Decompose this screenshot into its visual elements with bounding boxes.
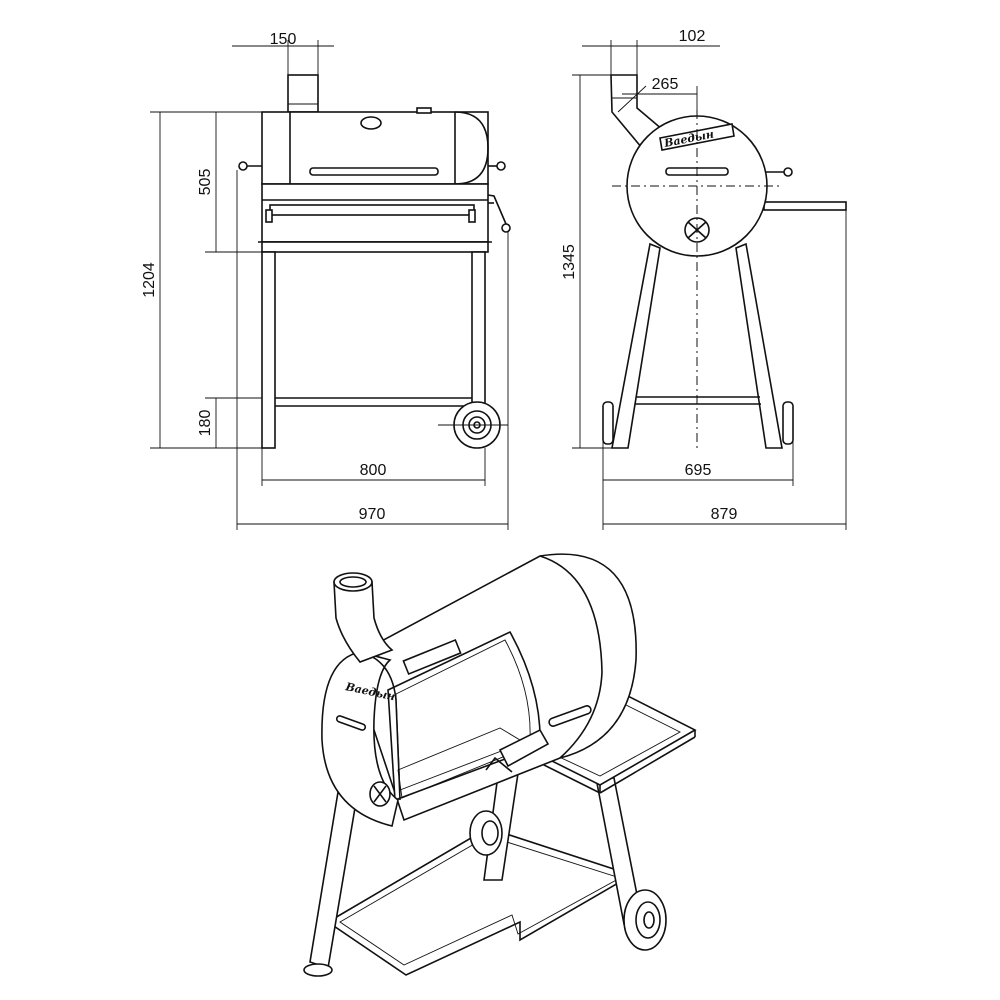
dim-side-total-width: 879 xyxy=(711,506,738,523)
front-leg-right xyxy=(471,251,486,411)
dim-side-total-height: 1345 xyxy=(561,244,578,280)
dim-front-total-width: 970 xyxy=(359,506,386,523)
side-view: Ваедын xyxy=(602,74,847,449)
front-lid-handle xyxy=(309,167,439,176)
front-view xyxy=(238,74,511,449)
side-wheel-right xyxy=(782,401,794,445)
front-dimensions: 150 505 1204 180 800 970 xyxy=(141,31,509,530)
front-leg-left xyxy=(261,251,276,449)
dim-chamber-height: 505 xyxy=(197,169,214,196)
perspective-chimney xyxy=(333,581,394,663)
side-shelf xyxy=(763,201,847,211)
side-wheel-left xyxy=(602,401,614,445)
perspective-view: Ваедын xyxy=(303,553,697,977)
dim-shelf-height: 180 xyxy=(197,410,214,437)
side-leg-right xyxy=(735,242,783,449)
front-thermometer xyxy=(360,116,382,130)
front-firebox-door xyxy=(269,204,475,216)
perspective-vent xyxy=(369,781,391,807)
dim-chimney-offset: 102 xyxy=(679,28,706,45)
dim-frame-width: 800 xyxy=(360,462,387,479)
front-crank-handle xyxy=(487,194,507,225)
perspective-front-wheel xyxy=(623,889,667,951)
dim-chimney-reach: 265 xyxy=(652,76,679,93)
dim-chimney-width: 150 xyxy=(270,31,297,48)
dim-leg-spread: 695 xyxy=(685,462,712,479)
side-leg-left xyxy=(611,242,661,449)
dim-front-total-height: 1204 xyxy=(141,262,158,298)
side-dimensions: 102 265 1345 695 879 xyxy=(561,28,847,530)
front-chimney xyxy=(287,74,319,113)
perspective-leg-left xyxy=(309,778,359,970)
